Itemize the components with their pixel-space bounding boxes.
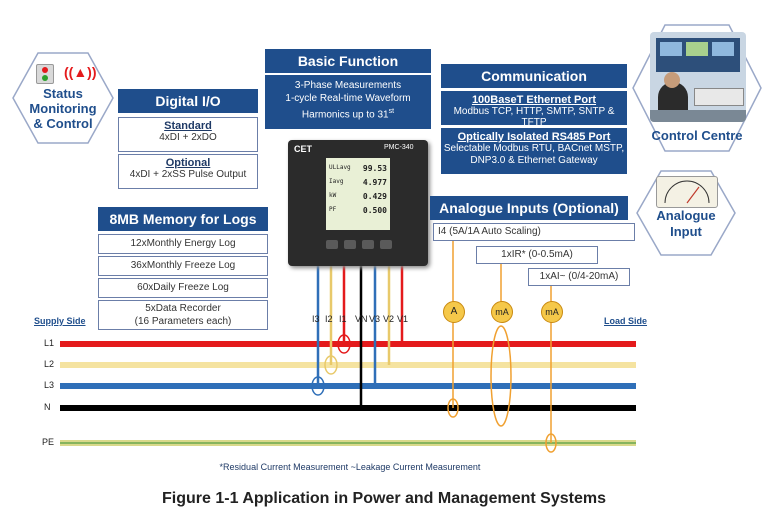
optional-title: Optional	[165, 157, 211, 169]
supply-side-label: Supply Side	[34, 316, 86, 326]
analogue-i4: I4 (5A/1A Auto Scaling)	[433, 223, 635, 241]
optional-text: 4xDI + 2xSS Pulse Output	[129, 169, 247, 180]
ammeter-gauge: A	[443, 301, 465, 323]
basic-function-line3: Harmonics up to 31	[301, 109, 389, 121]
memory-item-3: 60xDaily Freeze Log	[98, 278, 268, 298]
meter-row-label-1: ULLavg	[329, 164, 351, 171]
rs485-line1: Selectable Modbus RTU, BACnet MSTP,	[443, 143, 625, 154]
meter-row-label-3: kW	[329, 192, 337, 199]
standard-text: 4xDI + 2xDO	[159, 132, 217, 143]
load-side-label: Load Side	[604, 316, 648, 326]
control-room-image	[650, 32, 746, 122]
memory-recorder: 5xData Recorder (16 Parameters each)	[98, 300, 268, 330]
ethernet-box: 100BaseT Ethernet Port Modbus TCP, HTTP,…	[441, 91, 627, 128]
meter-row-label-2: Iavg	[329, 178, 344, 185]
label-pe: PE	[42, 437, 55, 447]
meter-button-4[interactable]	[380, 240, 392, 249]
footnote: *Residual Current Measurement ~Leakage C…	[219, 462, 481, 472]
standard-title: Standard	[164, 120, 212, 132]
analogue-title: Analogue Inputs (Optional)	[430, 196, 628, 220]
meter-brand: CET	[294, 144, 312, 154]
power-meter: CET PMC-340 ULLavg 99.53 Iavg 4.977 kW 0…	[288, 140, 428, 266]
meter-value-2: 4.977	[362, 178, 387, 187]
meter-value-4: 0.500	[362, 206, 387, 215]
control-centre-label: Control Centre	[651, 128, 743, 143]
recorder-line2: (16 Parameters each)	[134, 316, 232, 327]
terminal-v1: V1	[397, 314, 409, 324]
label-n: N	[44, 402, 51, 412]
basic-function-line2: 1-cycle Real-time Waveform	[285, 93, 411, 104]
status-light-icon	[36, 64, 54, 84]
control-centre-hex: Control Centre	[632, 24, 762, 152]
terminal-v2: V2	[383, 314, 395, 324]
analogue-hex-line1: Analogue	[656, 208, 716, 223]
meter-button-3[interactable]	[362, 240, 374, 249]
terminal-i2: I2	[325, 314, 333, 324]
status-monitoring-hex: ((▲)) Status Monitoring & Control	[12, 52, 114, 144]
ma-gauge-1: mA	[491, 301, 513, 323]
status-label-line1: Status	[43, 86, 83, 101]
analog-gauge-icon	[656, 176, 718, 208]
terminal-i3: I3	[312, 314, 320, 324]
ma-gauge-2: mA	[541, 301, 563, 323]
meter-button-2[interactable]	[344, 240, 356, 249]
terminal-i1: I1	[339, 314, 347, 324]
label-l3: L3	[44, 380, 55, 390]
alarm-icon: ((▲))	[64, 64, 97, 80]
meter-buttons	[326, 240, 392, 249]
ethernet-text: Modbus TCP, HTTP, SMTP, SNTP & TFTP	[453, 106, 615, 128]
ethernet-title: 100BaseT Ethernet Port	[471, 94, 597, 106]
analogue-input-hex: Analogue Input	[636, 170, 736, 256]
meter-value-1: 99.53	[362, 164, 387, 173]
memory-title: 8MB Memory for Logs	[98, 207, 268, 231]
figure-caption: Figure 1-1 Application in Power and Mana…	[162, 490, 606, 507]
basic-function-line3-sup: st	[388, 108, 395, 115]
analogue-ir: 1xIR* (0-0.5mA)	[476, 246, 598, 264]
meter-value-3: 0.429	[362, 192, 387, 201]
recorder-line1: 5xData Recorder	[145, 303, 221, 314]
basic-function-body: 3-Phase Measurements 1-cycle Real-time W…	[265, 75, 431, 129]
status-label-line2: Monitoring	[29, 101, 97, 116]
digital-io-optional: Optional 4xDI + 2xSS Pulse Output	[118, 154, 258, 189]
terminal-vn: VN	[355, 314, 368, 324]
meter-button-1[interactable]	[326, 240, 338, 249]
basic-function-line1: 3-Phase Measurements	[294, 80, 402, 91]
meter-model: PMC-340	[384, 144, 414, 151]
memory-item-1: 12xMonthly Energy Log	[98, 234, 268, 254]
status-label-line3: & Control	[33, 116, 93, 131]
basic-function-title: Basic Function	[265, 49, 431, 73]
rs485-line2: DNP3.0 & Ethernet Gateway	[470, 155, 598, 166]
digital-io-title: Digital I/O	[118, 89, 258, 113]
terminal-v3: V3	[369, 314, 381, 324]
label-l1: L1	[44, 338, 55, 348]
meter-row-label-4: PF	[329, 206, 337, 213]
rs485-box: Optically Isolated RS485 Port Selectable…	[441, 128, 627, 174]
digital-io-standard: Standard 4xDI + 2xDO	[118, 117, 258, 152]
communication-title: Communication	[441, 64, 627, 88]
analogue-ai: 1xAI~ (0/4-20mA)	[528, 268, 630, 286]
rs485-title: Optically Isolated RS485 Port	[457, 131, 611, 143]
memory-item-2: 36xMonthly Freeze Log	[98, 256, 268, 276]
meter-screen: ULLavg 99.53 Iavg 4.977 kW 0.429 PF 0.50…	[326, 158, 390, 230]
analogue-hex-line2: Input	[670, 224, 702, 239]
label-l2: L2	[44, 359, 55, 369]
